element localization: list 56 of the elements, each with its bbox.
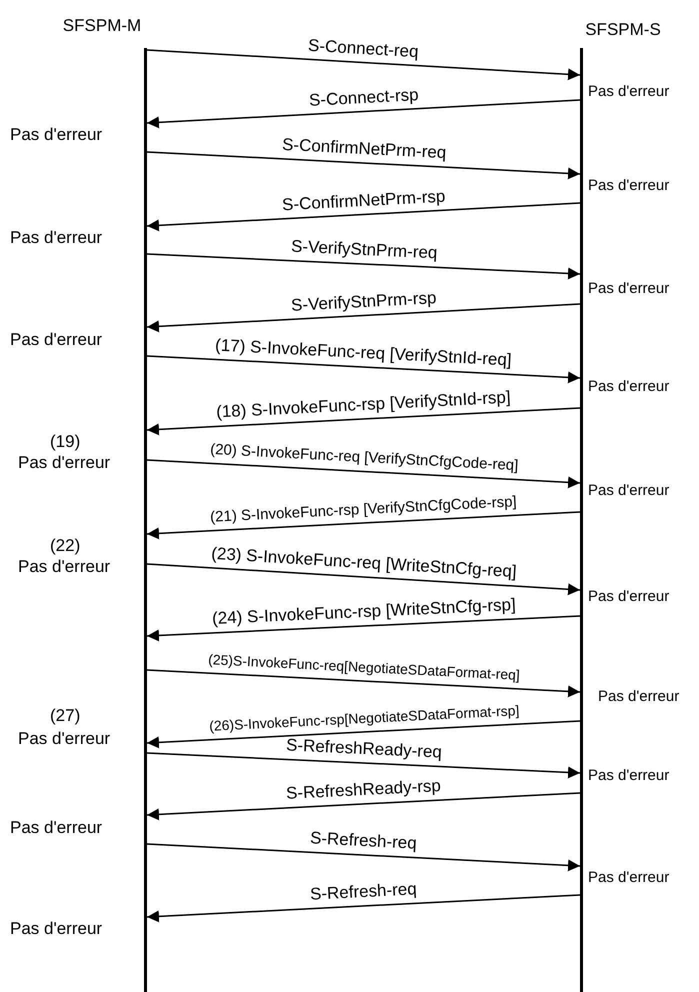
note-label: Pas d'erreur [18, 557, 110, 577]
message-arrow [146, 99, 580, 128]
message-arrow [146, 511, 580, 540]
message-label: S-Connect-req [308, 35, 420, 62]
note-label: Pas d'erreur [10, 330, 102, 350]
participant-name: SFSPM-M [62, 16, 142, 36]
message-label: S-RefreshReady-rsp [286, 776, 442, 804]
message-label: S-Connect-rsp [308, 84, 419, 110]
note-label: Pas d'erreur [10, 125, 102, 145]
message-label: (20) S-InvokeFunc-req [VerifyStnCfgCode-req] [209, 440, 518, 474]
note-label: Pas d'erreur [588, 767, 670, 784]
note-label: Pas d'erreur [10, 228, 102, 248]
message-label: S-VerifyStnPrm-req [290, 236, 438, 264]
message-label: (21) S-InvokeFunc-rsp [VerifyStnCfgCode-rsp] [210, 492, 518, 526]
message-arrow [146, 720, 580, 748]
message-arrow [146, 202, 580, 232]
note-label: Pas d'erreur [588, 83, 670, 100]
message-arrow [146, 303, 580, 332]
message-label: (18) S-InvokeFunc-rsp [VerifyStnId-rsp] [216, 388, 512, 422]
message-label: S-VerifyStnPrm-rsp [290, 288, 437, 316]
note-label: Pas d'erreur [18, 729, 110, 749]
note-label: (27) [50, 706, 80, 726]
message-label: (17) S-InvokeFunc-req [VerifyStnId-req] [214, 335, 512, 371]
message-label: S-ConfirmNetPrm-rsp [282, 186, 446, 215]
message-arrow [146, 151, 580, 180]
note-label: (19) [50, 432, 80, 452]
message-arrow [146, 355, 580, 384]
message-label: (24) S-InvokeFunc-rsp [WriteStnCfg-rsp] [211, 595, 516, 629]
message-arrow [146, 669, 580, 698]
message-arrow [146, 49, 580, 80]
note-label: (22) [50, 536, 80, 556]
participant-name: SFSPM-S [585, 20, 661, 40]
note-label: Pas d'erreur [588, 588, 670, 605]
note-label: Pas d'erreur [598, 688, 680, 705]
message-arrow [146, 253, 580, 280]
message-arrow [146, 563, 580, 596]
message-label: S-Refresh-req [310, 828, 418, 854]
message-label: (23) S-InvokeFunc-req [WriteStnCfg-req] [210, 544, 517, 582]
message-arrow [146, 792, 580, 820]
message-arrow [146, 459, 580, 488]
message-arrow [146, 615, 580, 642]
message-label: S-ConfirmNetPrm-req [281, 134, 446, 164]
message-arrow [146, 752, 580, 778]
note-label: Pas d'erreur [588, 280, 670, 297]
message-label: S-RefreshReady-req [285, 735, 442, 763]
note-label: Pas d'erreur [588, 378, 670, 395]
note-label: Pas d'erreur [10, 919, 102, 939]
message-arrow [146, 407, 580, 436]
note-label: Pas d'erreur [588, 482, 670, 499]
note-label: Pas d'erreur [18, 453, 110, 473]
note-label: Pas d'erreur [10, 818, 102, 838]
message-label: S-Refresh-req [310, 879, 418, 905]
message-arrow [146, 894, 580, 922]
note-label: Pas d'erreur [588, 177, 670, 194]
message-arrow [146, 843, 580, 872]
note-label: Pas d'erreur [588, 869, 670, 886]
